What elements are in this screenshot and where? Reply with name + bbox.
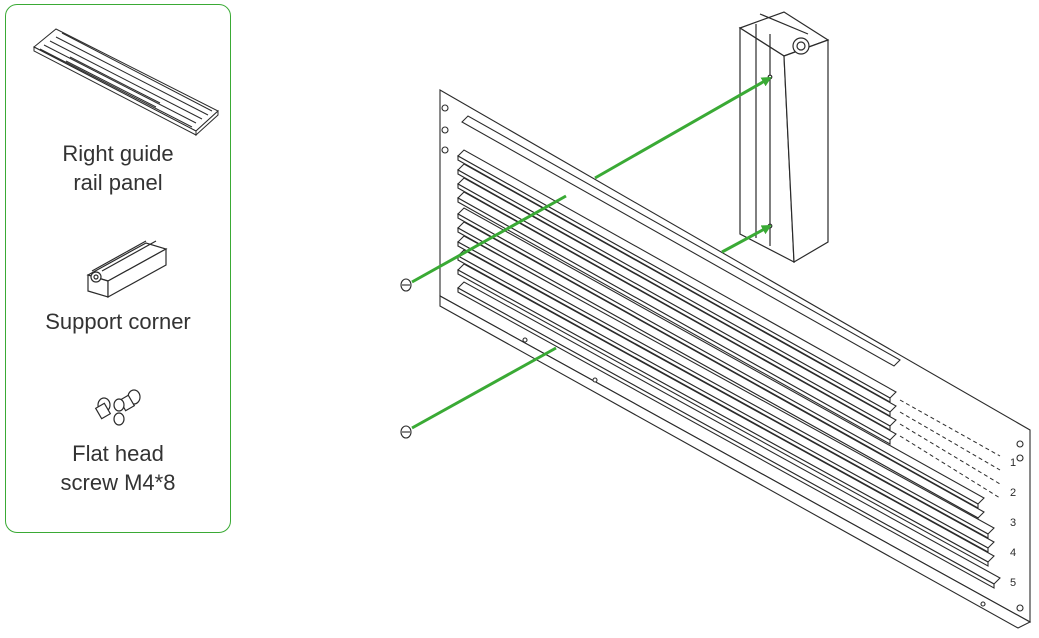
part-label-screw: Flat head screw M4*8 <box>60 441 176 495</box>
arrow-screw-top <box>411 194 567 284</box>
rail-strip-lower-6-edge <box>457 287 995 589</box>
parts-list-panel: Right guide rail panel Support corner Fl… <box>5 4 231 533</box>
top-strip <box>461 115 901 367</box>
slot-number-label: 1 <box>1010 457 1016 469</box>
rail-strip-lower-3-edge <box>457 241 989 539</box>
slot-numbers: 1 2 3 4 5 <box>1010 457 1016 589</box>
arrow-panel-to-corner-bottom <box>721 224 772 254</box>
rail-strip-lower-1-edge <box>457 213 979 509</box>
screw-bottom <box>400 425 412 439</box>
slot-number-label: 3 <box>1010 517 1016 529</box>
arrow-panel-to-corner-top <box>594 76 772 180</box>
arrow-screw-bottom <box>411 346 557 430</box>
guide-rail-panel-icon <box>33 28 219 137</box>
rail-strip-upper-2-edge <box>457 169 891 417</box>
rail-strip-upper-3-edge <box>457 183 891 431</box>
flat-head-screw-icon <box>94 389 141 426</box>
rail-strips <box>457 149 1001 589</box>
part-label-guide-rail: Right guide rail panel <box>62 141 174 195</box>
support-corner-icon <box>86 240 168 299</box>
slot-number-label: 2 <box>1010 487 1016 499</box>
support-corner <box>738 11 830 264</box>
screw-top <box>400 278 412 292</box>
rail-strip-upper-4-edge <box>457 197 891 445</box>
rail-strip-lower-4-edge <box>457 255 989 553</box>
rail-strip-upper-1-edge <box>457 155 891 403</box>
dashed-leaders <box>899 399 1001 499</box>
part-label-support-corner: Support corner <box>45 309 191 334</box>
slot-number-label: 5 <box>1010 577 1016 589</box>
rail-strip-lower-5-edge <box>457 269 989 567</box>
slot-number-label: 4 <box>1010 547 1016 559</box>
assembly-arrows <box>411 76 772 430</box>
